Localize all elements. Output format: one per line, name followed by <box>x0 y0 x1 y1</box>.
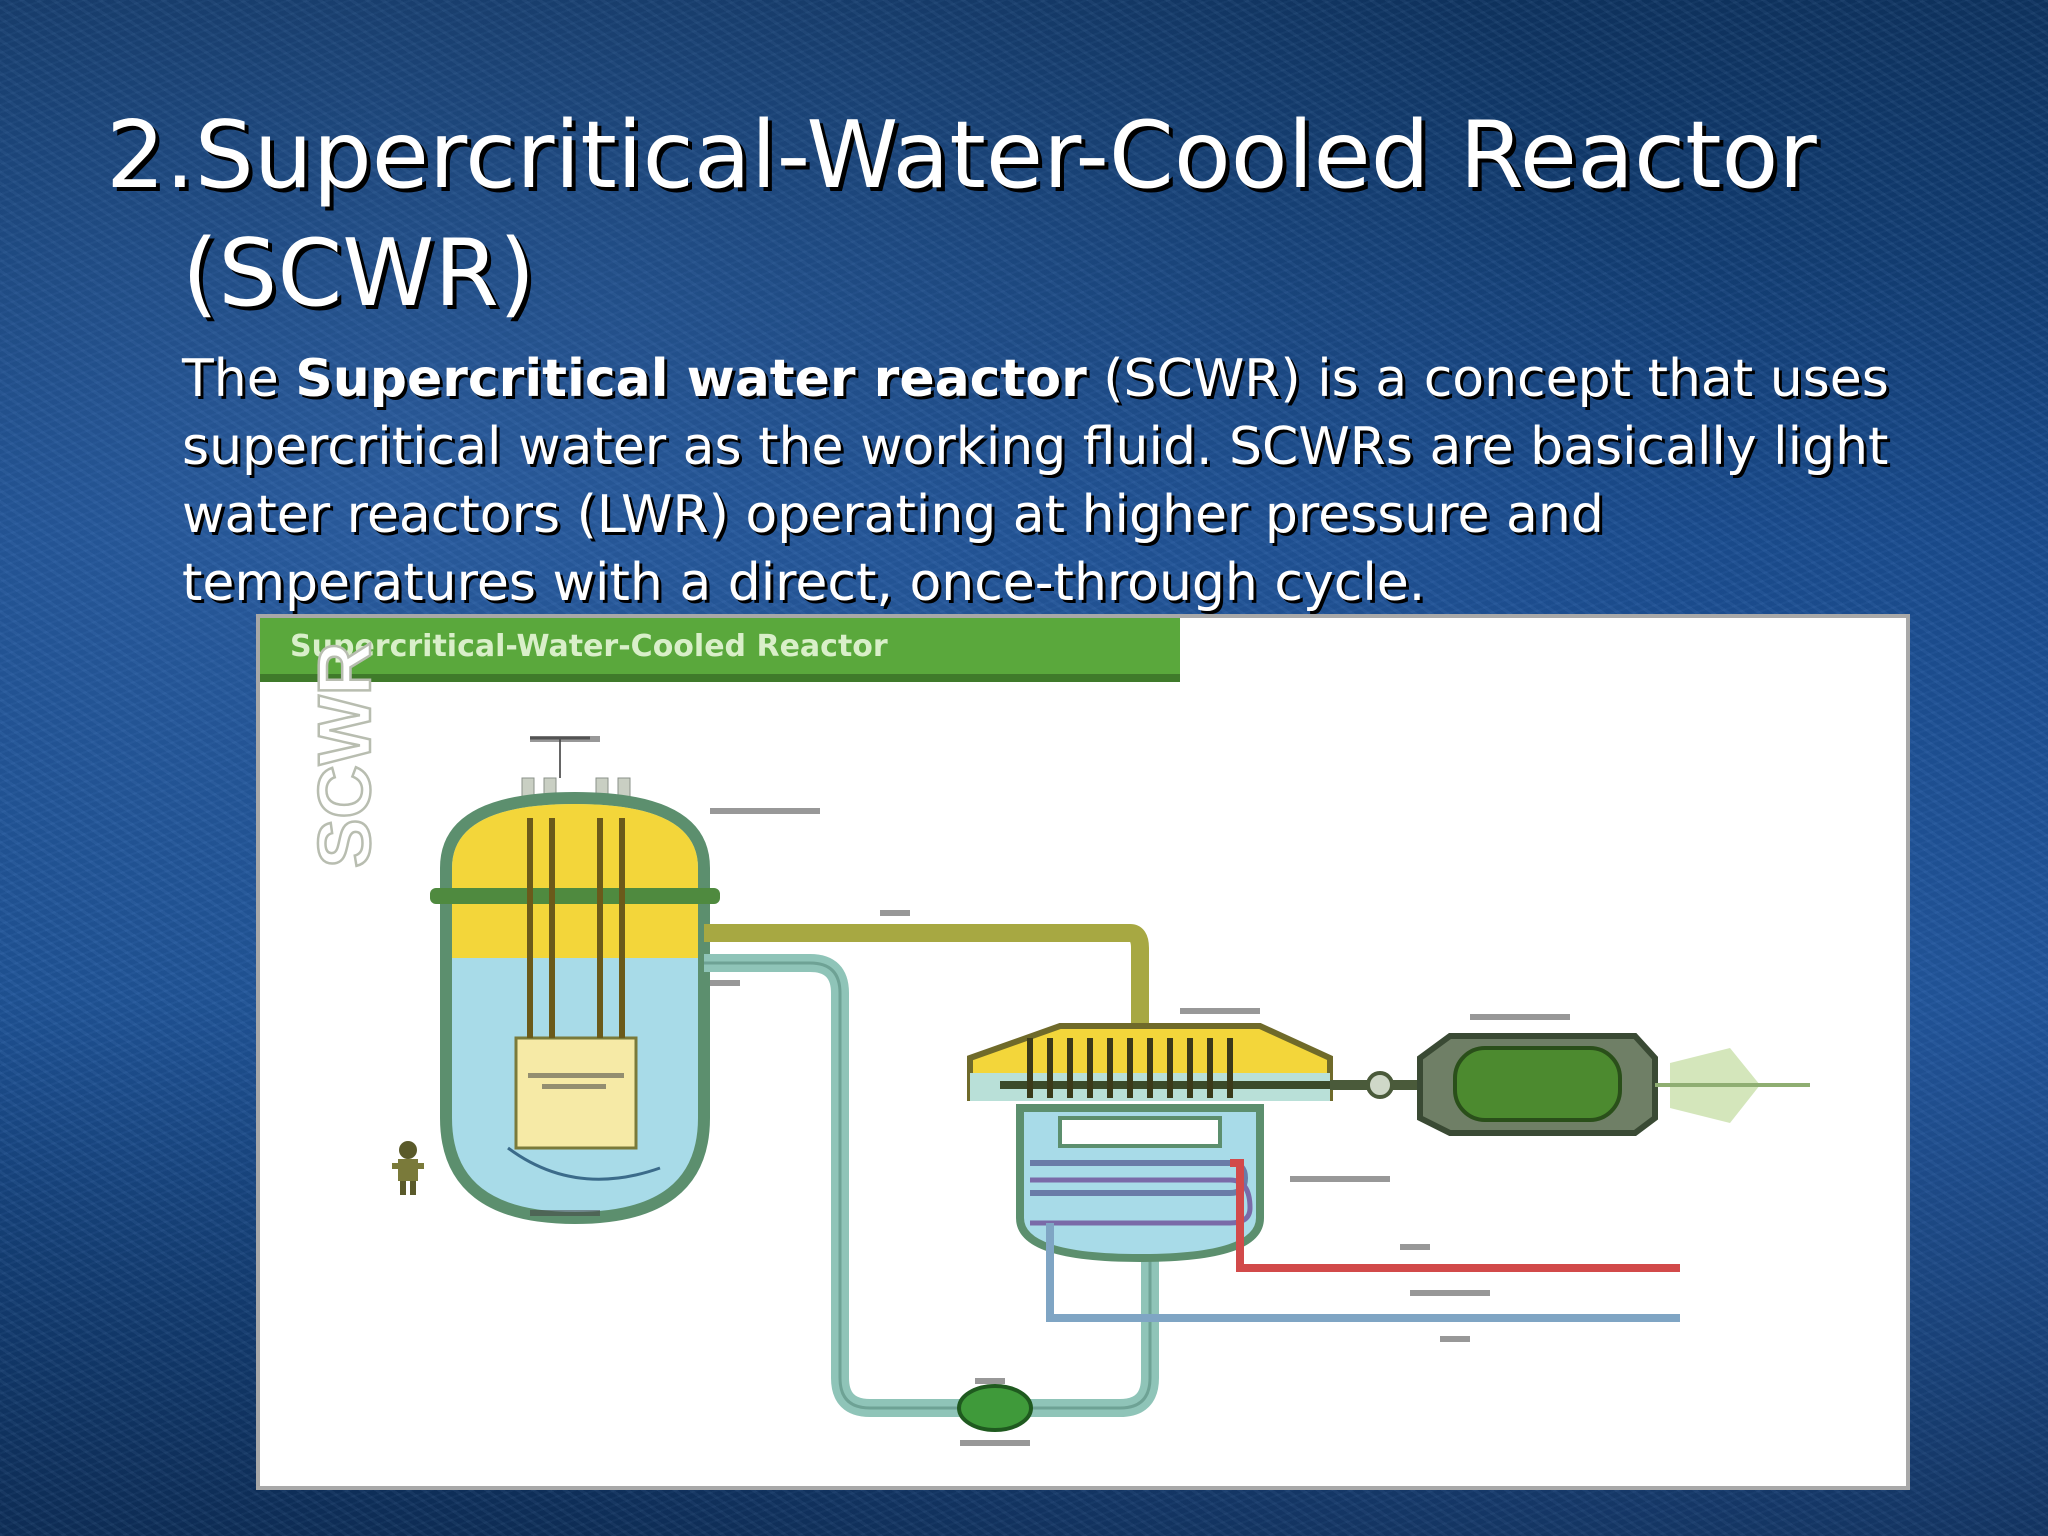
condenser <box>1016 1104 1680 1322</box>
slide-title: 2.Supercritical-Water-Cooled Reactor (SC… <box>106 96 1926 332</box>
slide-title-line1: 2.Supercritical-Water-Cooled Reactor <box>106 101 1817 209</box>
generator <box>1417 1033 1810 1136</box>
slide-body-paragraph: The Supercritical water reactor (SCWR) i… <box>182 345 1902 617</box>
figure-header-underline <box>260 674 1180 682</box>
turbine <box>967 1023 1370 1101</box>
feed-pump <box>957 1384 1033 1432</box>
body-rest: (SCWR) is a concept that uses supercriti… <box>182 349 1889 613</box>
hot-steam-pipe <box>704 924 1149 1038</box>
figure-side-label: SCWR <box>303 642 386 868</box>
scale-person-icon <box>392 1141 424 1195</box>
reactor-vessel <box>430 791 720 1225</box>
figure-header-text: Supercritical-Water-Cooled Reactor <box>290 629 888 664</box>
scwr-diagram: Supercritical-Water-Cooled Reactor SCWR <box>260 618 1810 1446</box>
diagram-small-labels <box>528 736 1570 1446</box>
cold-sink-line <box>1046 1223 1680 1322</box>
body-bold-term: Supercritical water reactor <box>295 349 1087 409</box>
slide-title-line2: (SCWR) <box>182 219 536 327</box>
body-lead: The <box>182 349 296 409</box>
hot-sink-line <box>1230 1159 1680 1272</box>
scwr-diagram-figure: Supercritical-Water-Cooled Reactor SCWR <box>256 614 1910 1490</box>
figure-header-bar <box>260 618 1180 678</box>
